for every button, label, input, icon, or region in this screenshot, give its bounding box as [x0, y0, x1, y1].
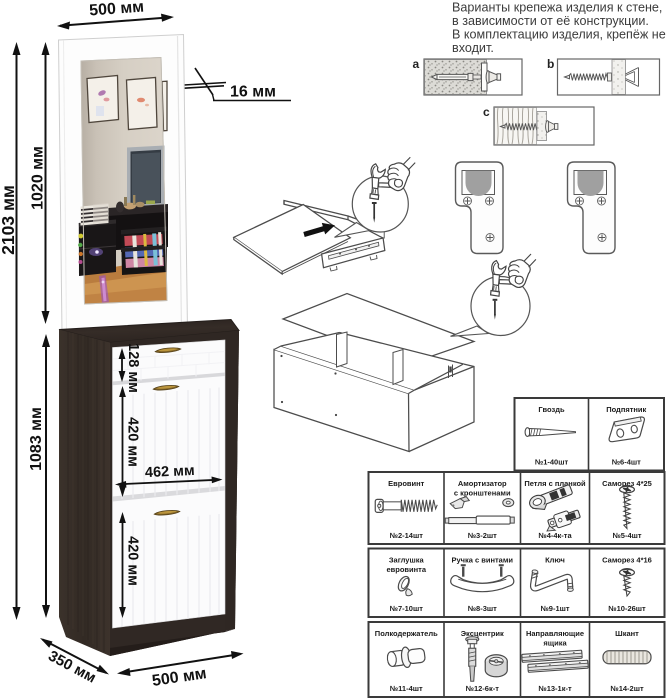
svg-text:Ручка с винтами: Ручка с винтами	[451, 556, 513, 565]
svg-text:Саморез 4*16: Саморез 4*16	[602, 556, 652, 565]
svg-text:420 мм: 420 мм	[125, 536, 141, 586]
svg-text:16 мм: 16 мм	[230, 84, 276, 101]
svg-text:№4-4к-та: №4-4к-та	[538, 531, 572, 540]
svg-text:1083 мм: 1083 мм	[28, 407, 45, 471]
svg-text:Гвоздь: Гвоздь	[538, 405, 565, 414]
svg-text:420 мм: 420 мм	[125, 417, 141, 467]
svg-text:Амортизатор: Амортизатор	[458, 479, 507, 488]
svg-text:№6-4шт: №6-4шт	[612, 458, 641, 467]
svg-text:с кронштенами: с кронштенами	[454, 489, 511, 498]
svg-text:Петля с планкой: Петля с планкой	[524, 479, 586, 488]
svg-text:Ключ: Ключ	[545, 556, 565, 565]
svg-text:входит.: входит.	[452, 41, 494, 55]
svg-text:№5-4шт: №5-4шт	[612, 531, 641, 540]
svg-text:1020 мм: 1020 мм	[30, 146, 47, 210]
svg-text:№12-6к-т: №12-6к-т	[466, 684, 500, 693]
svg-text:Шкант: Шкант	[615, 629, 639, 638]
svg-text:№1-40шт: №1-40шт	[535, 458, 569, 467]
svg-text:в зависимости от её конструкци: в зависимости от её конструкции.	[452, 14, 649, 28]
svg-text:Саморез 4*25: Саморез 4*25	[602, 479, 652, 488]
svg-text:a: a	[413, 57, 420, 71]
svg-text:462 мм: 462 мм	[145, 463, 195, 481]
svg-text:№8-3шт: №8-3шт	[468, 604, 497, 613]
svg-text:№10-26шт: №10-26шт	[608, 604, 646, 613]
svg-text:Заглушка: Заглушка	[389, 556, 425, 565]
svg-text:№9-1шт: №9-1шт	[540, 604, 569, 613]
svg-text:№7-10шт: №7-10шт	[390, 604, 424, 613]
svg-text:ящика: ящика	[543, 639, 567, 648]
svg-text:№11-4шт: №11-4шт	[390, 684, 423, 693]
svg-text:евровинта: евровинта	[386, 565, 426, 574]
svg-text:2103 мм: 2103 мм	[0, 185, 18, 255]
svg-text:128 мм: 128 мм	[125, 343, 141, 393]
svg-text:Направляющие: Направляющие	[526, 629, 584, 638]
svg-text:Евровинт: Евровинт	[388, 479, 425, 488]
svg-text:Варианты крепежа изделия к сте: Варианты крепежа изделия к стене,	[452, 1, 662, 15]
svg-text:№13-1к-т: №13-1к-т	[538, 684, 572, 693]
svg-text:c: c	[483, 105, 490, 119]
svg-text:Полкодержатель: Полкодержатель	[375, 629, 438, 638]
svg-text:500 мм: 500 мм	[89, 0, 145, 20]
svg-text:В комплектацию изделия, крепёж: В комплектацию изделия, крепёж не	[452, 27, 666, 41]
svg-text:№2-14шт: №2-14шт	[390, 531, 424, 540]
svg-text:b: b	[547, 57, 554, 71]
svg-text:№14-2шт: №14-2шт	[610, 684, 644, 693]
svg-text:Подпятник: Подпятник	[606, 405, 646, 414]
svg-text:Эксцентрик: Эксцентрик	[461, 629, 504, 638]
svg-text:№3-2шт: №3-2шт	[468, 531, 497, 540]
